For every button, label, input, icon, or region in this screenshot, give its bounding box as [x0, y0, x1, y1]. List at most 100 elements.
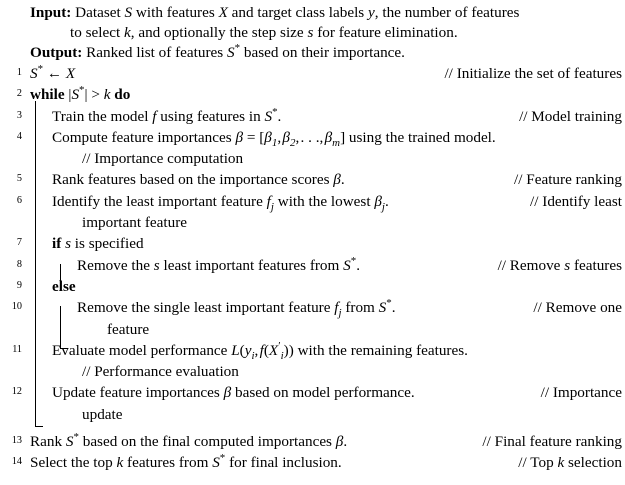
symbol-beta: β: [324, 128, 333, 146]
algorithm-line: 11 Evaluate model performance L(yi, f(X′…: [0, 340, 625, 361]
algorithm-line: 2 while |S*| > k do: [0, 84, 625, 105]
symbol-star: *: [272, 105, 278, 118]
word-with-features: with features: [135, 4, 215, 21]
word-remove-single: Remove the single least important featur…: [77, 299, 331, 317]
input-label: Input:: [30, 4, 72, 21]
output-label: Output:: [30, 44, 83, 61]
symbol-S: S: [378, 299, 387, 317]
symbol-prime: ′: [278, 339, 281, 352]
algorithm-line-continuation: update: [0, 404, 625, 425]
symbol-star: *: [37, 62, 44, 75]
algorithm-line: 9 else: [0, 276, 625, 297]
symbol-star: *: [79, 84, 85, 97]
word-using-trained-model: using the trained model.: [348, 128, 496, 146]
symbol-S: S: [65, 433, 74, 451]
algorithm-line-continuation: important feature: [0, 212, 625, 233]
line-statement: Compute feature importances β = [β1, β2,…: [52, 128, 496, 149]
word-evaluate: Evaluate model performance: [52, 341, 228, 359]
symbol-s: s: [564, 256, 571, 274]
line-number: 4: [16, 130, 22, 142]
symbol-beta: β: [282, 128, 290, 146]
line-body: S* ← X // Initialize the set of features: [30, 63, 622, 84]
line-number: 8: [16, 258, 22, 270]
word-period: .: [356, 256, 360, 274]
line-body: Update feature importances β based on mo…: [30, 382, 622, 403]
line-comment: // Importance: [540, 384, 622, 402]
line-comment-continuation: update: [82, 405, 123, 423]
line-body: while |S*| > k do: [30, 84, 622, 105]
line-body: Train the model f using features in S*. …: [30, 106, 622, 127]
word-for-final-inclusion: for final inclusion.: [229, 454, 342, 472]
output-row: Output: Ranked list of features S* based…: [30, 41, 621, 63]
subscript-j: j: [381, 200, 385, 213]
word-for-feature-elimination: for feature elimination.: [317, 24, 458, 41]
symbol-beta: β: [264, 128, 272, 146]
algorithm-line: 10 Remove the single least important fea…: [0, 297, 625, 319]
symbol-k: k: [557, 454, 565, 472]
symbol-S: S: [343, 256, 351, 274]
word-update-importances: Update feature importances: [52, 384, 220, 402]
line-body: Identify the least important feature fj …: [30, 191, 622, 213]
word-features-from: features from: [127, 454, 209, 472]
symbol-abs-close: |: [84, 86, 88, 104]
line-number: 2: [16, 88, 22, 100]
symbol-s: s: [307, 24, 314, 41]
line-comment: // Initialize the set of features: [444, 65, 622, 82]
word-least-important-features-from: least important features from: [163, 256, 340, 274]
keyword-else: else: [52, 277, 76, 295]
symbol-X: X: [218, 4, 228, 21]
word-period: .: [277, 107, 282, 125]
symbol-star: *: [219, 452, 226, 465]
symbol-k: k: [123, 24, 131, 41]
symbol-greater-than: >: [91, 86, 100, 104]
symbol-beta: β: [235, 128, 244, 146]
subscript-i: i: [251, 349, 255, 362]
comment-selection: selection: [568, 454, 622, 472]
comment-top: // Top: [518, 454, 554, 472]
symbol-rbracket: ]: [340, 128, 346, 146]
symbol-star: *: [73, 430, 79, 443]
line-body: important feature: [30, 212, 622, 233]
word-from: from: [345, 299, 375, 317]
line-comment: // Feature ranking: [514, 171, 622, 189]
symbol-star: *: [350, 254, 357, 267]
line-number: 3: [16, 109, 22, 121]
word-rank-features: Rank features based on the importance sc…: [52, 171, 330, 189]
line-body: Evaluate model performance L(yi, f(X′i))…: [30, 340, 622, 361]
line-statement: else: [52, 278, 76, 295]
line-statement: Select the top k features from S* for fi…: [30, 452, 342, 473]
algorithm-line: 7 if s is specified: [0, 233, 625, 254]
input-row: Input: Dataset S with features X and tar…: [30, 3, 621, 23]
comment-features: features: [573, 256, 622, 274]
subscript-m: m: [332, 136, 341, 149]
line-comment-continuation: important feature: [82, 214, 187, 232]
symbol-s: s: [65, 235, 71, 253]
line-comment: // Model training: [519, 107, 622, 125]
symbol-arrow: ←: [46, 65, 63, 82]
symbol-star: *: [234, 41, 241, 54]
algorithm-line-continuation: // Importance computation: [0, 148, 625, 169]
line-statement-continuation: feature: [107, 320, 150, 338]
line-body: Remove the single least important featur…: [30, 297, 622, 319]
line-body: Compute feature importances β = [β1, β2,…: [30, 127, 622, 149]
word-dataset: Dataset: [75, 4, 121, 21]
algorithm-line: 6 Identify the least important feature f…: [0, 191, 625, 213]
line-body: Rank S* based on the final computed impo…: [30, 431, 622, 452]
symbol-S: S: [30, 65, 38, 82]
line-comment: // Remove one: [533, 299, 622, 317]
word-period: .: [343, 433, 348, 451]
symbol-star: *: [386, 297, 392, 310]
word-and-target: and target class labels: [231, 4, 365, 21]
algorithm-line: 3 Train the model f using features in S*…: [0, 106, 625, 127]
algorithm-line: 4 Compute feature importances β = [β1, β…: [0, 127, 625, 149]
algorithm-header: Input: Dataset S with features X and tar…: [0, 0, 625, 63]
word-ranked-list: Ranked list of features: [86, 44, 224, 61]
line-statement: Evaluate model performance L(yi, f(X′i))…: [52, 339, 468, 362]
line-number: 14: [11, 456, 22, 468]
symbol-k: k: [103, 86, 111, 104]
line-body: Select the top k features from S* for fi…: [30, 452, 622, 473]
line-statement: Remove the s least important features fr…: [77, 255, 360, 276]
symbol-ellipsis: . . .: [300, 128, 320, 146]
word-using-features-in: using features in: [160, 107, 261, 125]
